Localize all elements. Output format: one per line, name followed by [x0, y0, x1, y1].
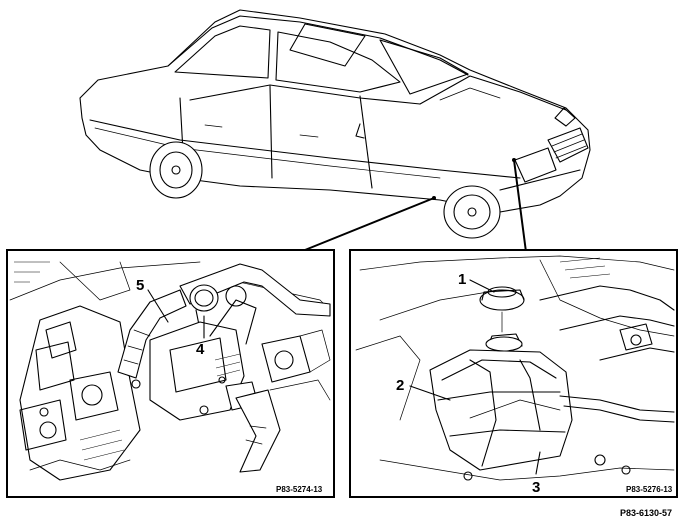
- expansion-tank: [429, 333, 573, 471]
- front-wheel: [443, 185, 501, 239]
- right-panel-ref: P83-5276-13: [626, 485, 673, 494]
- rear-wheel: [149, 141, 203, 199]
- figure-id: P83-6130-57: [620, 508, 672, 518]
- pressure-cap-1: [479, 286, 525, 333]
- callout-4: 4: [196, 341, 205, 358]
- leader-lines: [299, 158, 527, 253]
- valve-unit: [261, 329, 331, 401]
- car-illustration: [79, 9, 591, 239]
- left-detail-panel: 5 4 P83-5274-13: [6, 249, 335, 498]
- bolts: [39, 376, 226, 417]
- intake-housing: [19, 305, 141, 481]
- callout-2: 2: [396, 377, 404, 394]
- callout-3: 3: [532, 479, 540, 496]
- right-detail-panel: 1 2 3 P83-5276-13: [349, 249, 678, 498]
- left-panel-ref: P83-5274-13: [276, 485, 323, 494]
- callout-5: 5: [136, 277, 144, 294]
- coolant-hose-5: [117, 263, 331, 379]
- thermostat-housing: [149, 285, 259, 421]
- callout-1: 1: [458, 271, 466, 288]
- lower-hose: [235, 389, 281, 473]
